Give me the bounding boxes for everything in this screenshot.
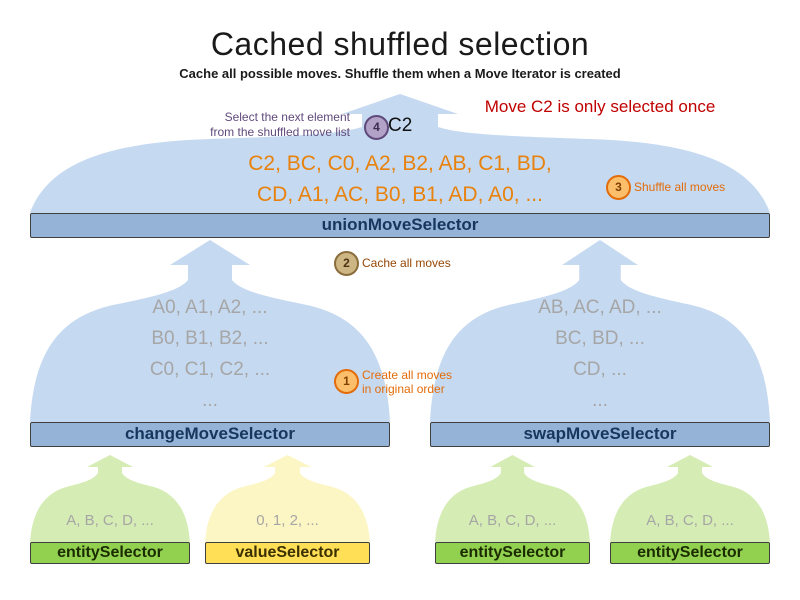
swap-move-selector-bar: swapMoveSelector — [430, 422, 770, 447]
change-funnel-values: A0, A1, A2, ... B0, B1, B2, ... C0, C1, … — [30, 292, 390, 416]
step-1-label-line2: in original order — [362, 382, 445, 396]
value-funnel-shape — [205, 455, 370, 543]
value-selector-bar: valueSelector — [205, 542, 370, 564]
step-badge-1: 1 — [334, 369, 359, 394]
swap-values-line3: CD, ... — [573, 359, 627, 380]
swap-funnel-values: AB, AC, AD, ... BC, BD, ... CD, ... ... — [430, 292, 770, 416]
step-3-label: Shuffle all moves — [634, 180, 726, 194]
entity-funnel-1-shape — [30, 455, 190, 543]
entity-selector-bar-2: entitySelector — [435, 542, 590, 564]
change-values-line3: C0, C1, C2, ... — [149, 359, 271, 380]
step-2-label: Cache all moves — [362, 256, 451, 270]
swap-values-line1: AB, AC, AD, ... — [538, 297, 662, 318]
swap-values-line4: ... — [592, 390, 608, 411]
step-badge-4: 4 — [364, 115, 389, 140]
step-1-label-line1: Create all moves — [362, 368, 453, 382]
swap-funnel-shape — [430, 240, 770, 422]
change-move-selector-bar: changeMoveSelector — [30, 422, 390, 447]
entity-funnel-2-shape — [435, 455, 590, 543]
shuffled-list-annotation: Select the next element from the shuffle… — [150, 110, 350, 140]
shuffled-moves-line1: C2, BC, C0, A2, B2, AB, C1, BD, — [248, 152, 552, 175]
annotation-line2: from the shuffled move list — [210, 125, 350, 139]
union-funnel-shape — [30, 94, 770, 213]
page-subtitle: Cache all possible moves. Shuffle them w… — [179, 66, 621, 81]
selected-move-label: C2 — [388, 115, 413, 136]
change-values-line2: B0, B1, B2, ... — [151, 328, 269, 349]
union-move-selector-bar: unionMoveSelector — [30, 213, 770, 238]
value-funnel-values: 0, 1, 2, ... — [256, 512, 319, 529]
page-title: Cached shuffled selection — [210, 26, 590, 62]
swap-values-line2: BC, BD, ... — [555, 328, 645, 349]
shuffled-moves-line2: CD, A1, AC, B0, B1, AD, A0, ... — [257, 183, 543, 206]
change-values-line1: A0, A1, A2, ... — [152, 297, 268, 318]
entity-selector-bar-3: entitySelector — [610, 542, 770, 564]
step-badge-3: 3 — [606, 175, 631, 200]
change-values-line4: ... — [202, 390, 218, 411]
annotation-line1: Select the next element — [224, 110, 350, 124]
entity-funnel-2-values: A, B, C, D, ... — [468, 512, 557, 529]
step-badge-2: 2 — [334, 251, 359, 276]
change-funnel-shape — [30, 240, 390, 422]
entity-funnel-3-values: A, B, C, D, ... — [646, 512, 734, 529]
step-1-label: Create all moves in original order — [362, 368, 452, 396]
selection-note: Move C2 is only selected once — [484, 97, 716, 116]
entity-funnel-3-shape — [610, 455, 770, 543]
entity-selector-bar-1: entitySelector — [30, 542, 190, 564]
entity-funnel-1-values: A, B, C, D, ... — [66, 512, 154, 529]
